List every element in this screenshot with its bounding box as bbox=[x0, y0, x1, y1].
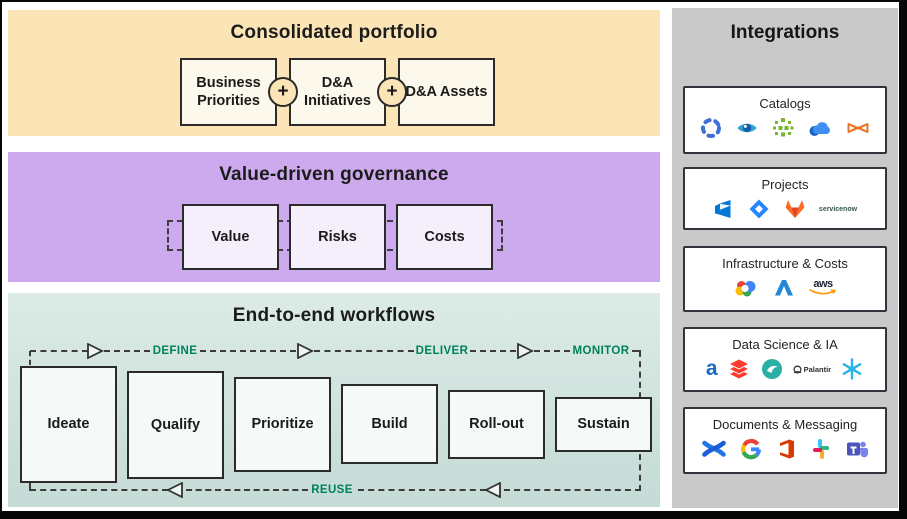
servicenow-icon: servicenow bbox=[818, 205, 858, 213]
card-title: Documents & Messaging bbox=[712, 417, 858, 432]
phase-label-deliver: DELIVER bbox=[415, 345, 469, 357]
stage-prioritize: Prioritize bbox=[234, 377, 331, 472]
snowflake-icon bbox=[842, 358, 862, 380]
integrations-title: Integrations bbox=[730, 22, 840, 43]
collibra-icon bbox=[701, 118, 721, 138]
stage-ideate: Ideate bbox=[20, 366, 117, 483]
stage-sustain: Sustain bbox=[555, 397, 652, 452]
gitlab-icon bbox=[785, 200, 805, 218]
plus-icon: + bbox=[268, 77, 298, 107]
catalogs-icon-row bbox=[699, 116, 871, 140]
flow-dash bbox=[104, 350, 150, 352]
integration-card-projects: Projects servicenow bbox=[683, 167, 887, 230]
workflows-band-title: End-to-end workflows bbox=[232, 305, 436, 326]
blue-cloud-icon bbox=[809, 122, 830, 136]
ms-teams-icon bbox=[846, 441, 868, 458]
governance-box-value: Value bbox=[182, 204, 279, 270]
dataiku-icon bbox=[761, 359, 782, 379]
flow-dash bbox=[470, 350, 516, 352]
palantir-icon: Palantir bbox=[793, 364, 831, 374]
plus-icon: + bbox=[377, 77, 407, 107]
arrow-right-icon bbox=[517, 343, 534, 359]
confluence-icon bbox=[701, 440, 726, 457]
flow-dash bbox=[29, 481, 31, 491]
portfolio-box-business-priorities: Business Priorities bbox=[180, 58, 277, 126]
governance-box-costs: Costs bbox=[396, 204, 493, 270]
documents-icon-row bbox=[701, 437, 870, 461]
integration-card-catalogs: Catalogs bbox=[683, 86, 887, 154]
google-cloud-icon bbox=[735, 281, 756, 297]
google-icon bbox=[740, 438, 761, 460]
orange-bowtie-icon bbox=[847, 123, 869, 133]
portfolio-box-da-assets: D&A Assets bbox=[398, 58, 495, 126]
arrow-right-icon bbox=[87, 343, 104, 359]
governance-band-title: Value-driven governance bbox=[219, 164, 449, 185]
arrow-left-icon bbox=[484, 482, 501, 498]
aws-icon: aws bbox=[808, 279, 838, 296]
integration-card-data-science: Data Science & IA a bbox=[683, 327, 887, 392]
flow-dash bbox=[534, 350, 570, 352]
phase-label-define: DEFINE bbox=[152, 345, 198, 357]
flow-dash bbox=[632, 350, 641, 352]
databricks-icon bbox=[729, 359, 748, 379]
stage-build: Build bbox=[341, 384, 438, 464]
governance-box-risks: Risks bbox=[289, 204, 386, 270]
data-eye-icon bbox=[737, 123, 757, 133]
flow-dash bbox=[186, 489, 308, 491]
office-icon bbox=[779, 439, 794, 459]
flow-dash bbox=[30, 489, 168, 491]
arrow-left-icon bbox=[166, 482, 183, 498]
integration-card-documents-messaging: Documents & Messaging bbox=[683, 407, 887, 474]
stage-qualify: Qualify bbox=[127, 371, 224, 479]
slack-icon bbox=[812, 439, 829, 459]
phase-label-monitor: MONITOR bbox=[572, 345, 630, 357]
palantir-mark-icon bbox=[793, 364, 802, 374]
card-title: Data Science & IA bbox=[732, 337, 838, 352]
card-title: Projects bbox=[761, 177, 809, 192]
flow-dash bbox=[200, 350, 296, 352]
card-title: Infrastructure & Costs bbox=[722, 256, 848, 271]
flow-dash bbox=[504, 489, 641, 491]
infrastructure-icon-row: aws bbox=[732, 276, 838, 300]
data-science-icon-row: a Palantir bbox=[706, 357, 864, 381]
arrow-right-icon bbox=[297, 343, 314, 359]
portfolio-box-da-initiatives: D&A Initiatives bbox=[289, 58, 386, 126]
azure-icon bbox=[775, 280, 793, 296]
flow-dash bbox=[29, 351, 31, 365]
integrations-panel: Integrations Catalogs bbox=[672, 8, 898, 508]
flow-dash bbox=[314, 350, 414, 352]
stage-roll-out: Roll-out bbox=[448, 390, 545, 459]
flow-dash bbox=[30, 350, 88, 352]
azure-devops-icon bbox=[714, 200, 731, 218]
integration-card-infrastructure-costs: Infrastructure & Costs aws bbox=[683, 246, 887, 312]
flow-dash bbox=[358, 489, 486, 491]
card-title: Catalogs bbox=[759, 96, 811, 111]
phase-label-reuse: REUSE bbox=[311, 484, 353, 496]
green-grid-icon bbox=[773, 118, 794, 137]
alation-icon: a bbox=[705, 357, 718, 380]
aws-smile-icon bbox=[809, 289, 836, 295]
projects-icon-row: servicenow bbox=[713, 197, 857, 221]
jira-icon bbox=[749, 199, 769, 219]
portfolio-band-title: Consolidated portfolio bbox=[230, 22, 438, 43]
